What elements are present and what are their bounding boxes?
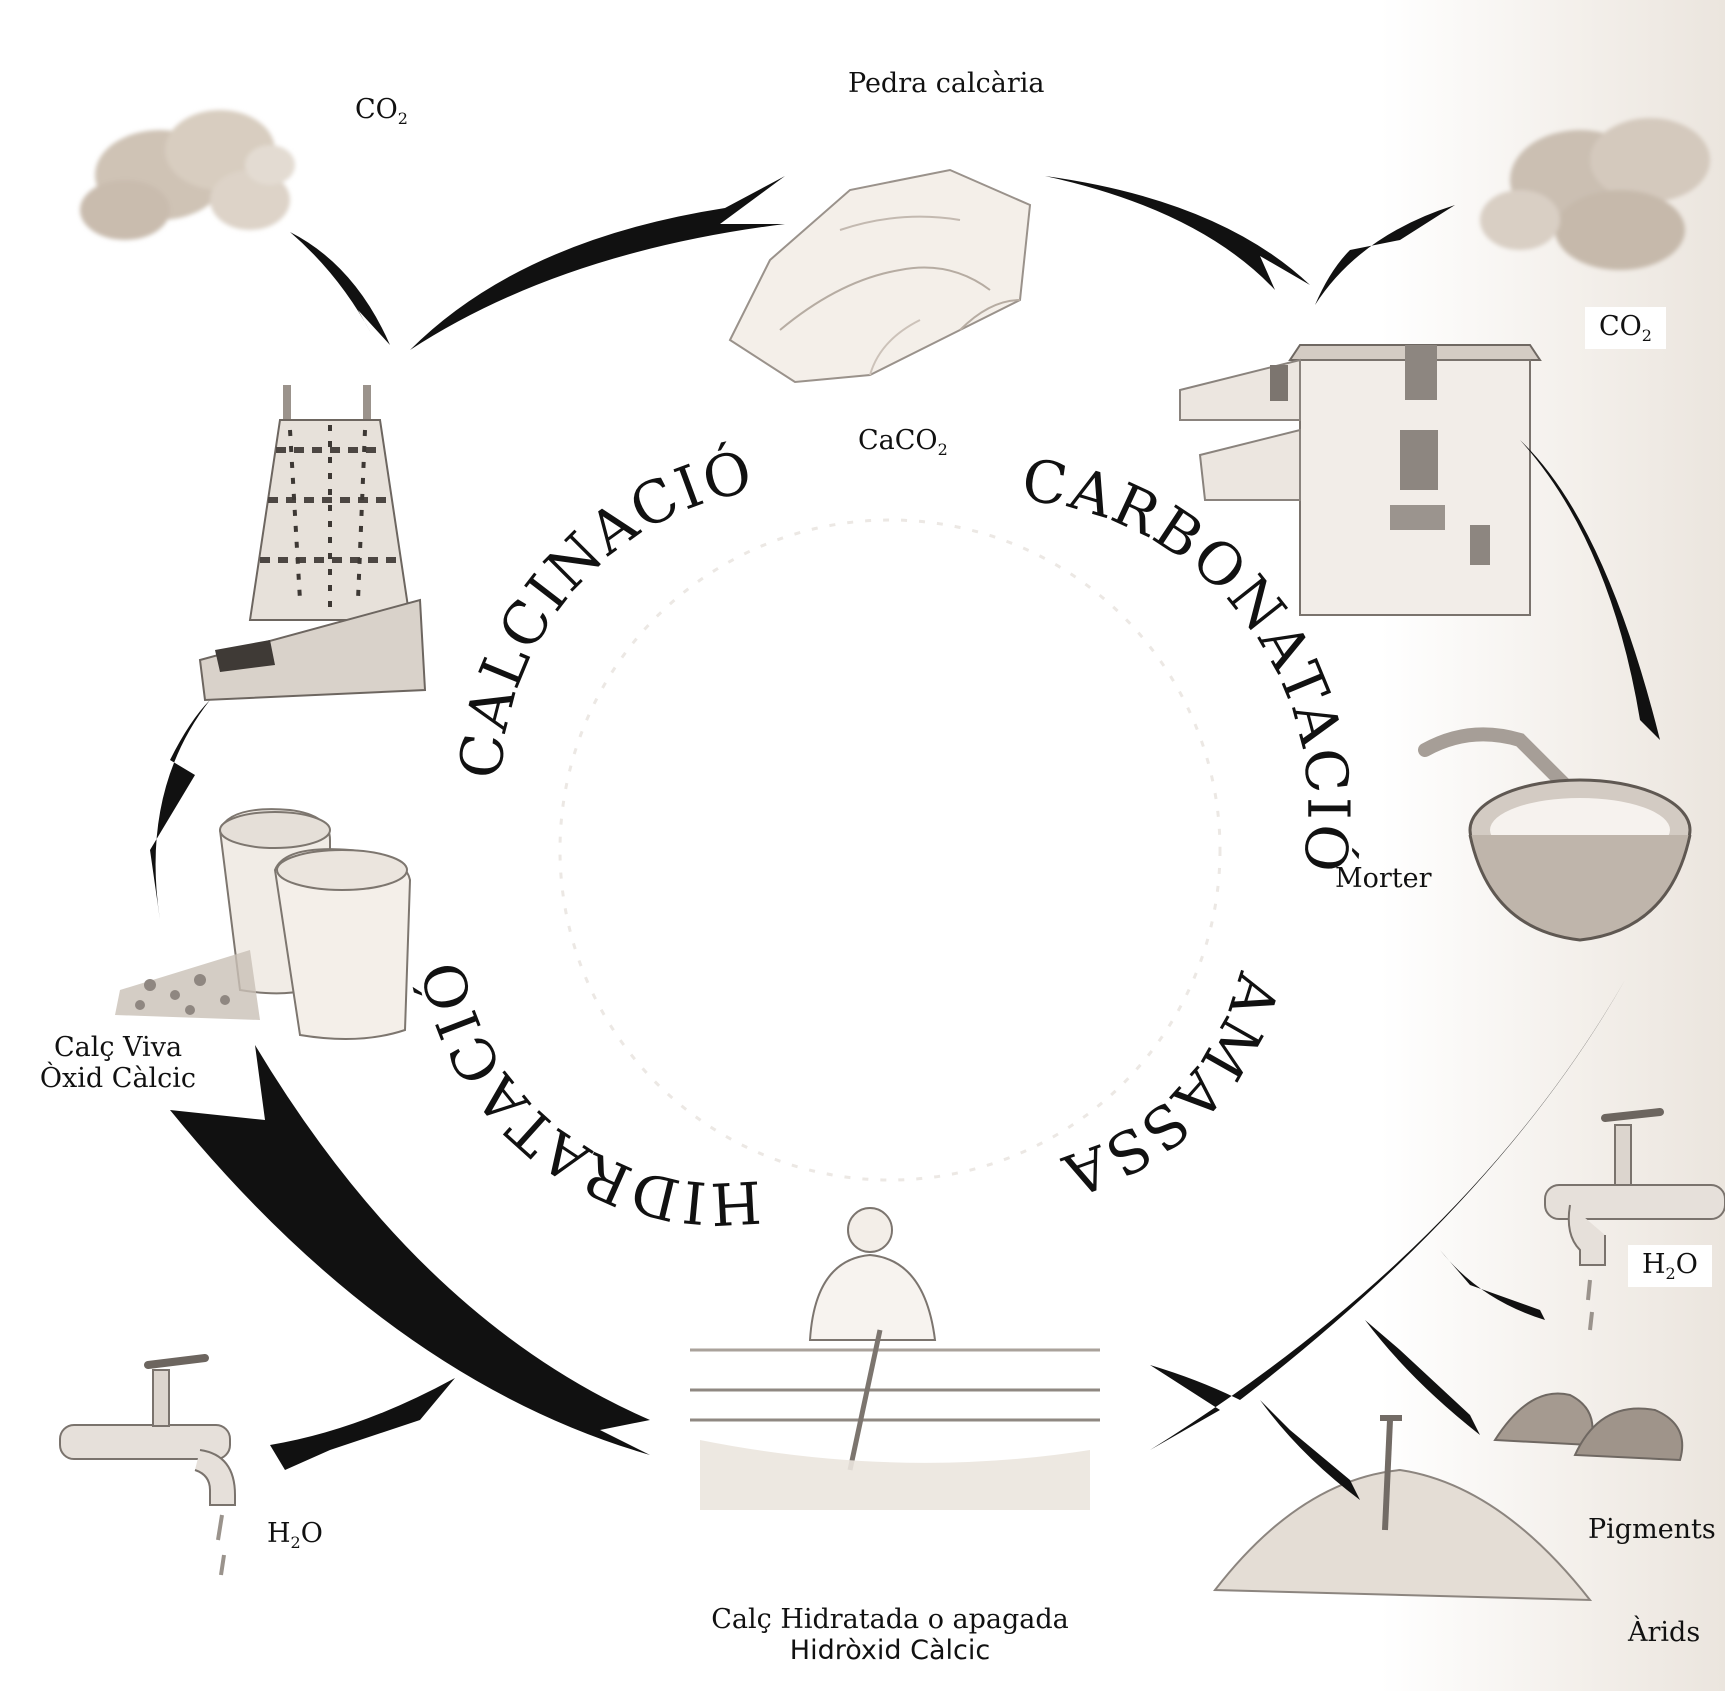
label-slaked-line2: Hidròxid Càlcic	[789, 1635, 991, 1667]
label-quicklime-line1: Calç Viva	[53, 1032, 183, 1063]
inner-circle	[558, 518, 1222, 1182]
label-caco3: CaCO2	[858, 425, 948, 459]
label-mortar: Morter	[1335, 863, 1432, 894]
label-aggregates: Àrids	[1628, 1617, 1701, 1648]
label-co2-left: CO2	[355, 94, 408, 128]
co2-cloud-left-illustration	[80, 110, 295, 240]
arrow-water-right-in	[1440, 1250, 1545, 1320]
label-h2o-right-b: O	[1675, 1249, 1698, 1280]
svg-text:CALCINACIÓ: CALCINACIÓ	[446, 437, 759, 781]
label-h2o-left: H2O	[267, 1518, 323, 1552]
arrow-kiln-to-limestone	[410, 176, 785, 350]
arrow-hidratacio-sweep	[170, 1045, 650, 1455]
arrow-co2-left-to-kiln	[290, 232, 390, 345]
stage-calcinacio: CALCINACIÓ	[446, 437, 757, 781]
aggregates-pile-illustration	[1213, 1415, 1593, 1602]
label-caco3-sub: 2	[937, 440, 948, 459]
co2-cloud-right-illustration	[1480, 118, 1710, 270]
label-slaked-line1: Calç Hidratada o apagada	[711, 1604, 1069, 1635]
arrow-kiln-to-sacks	[150, 700, 210, 920]
label-co2-left-sub: 2	[397, 109, 408, 128]
label-co2-right-sub: 2	[1641, 326, 1652, 345]
label-h2o-left-b: O	[300, 1518, 323, 1549]
quicklime-sacks-illustration	[115, 808, 412, 1040]
lime-kiln-illustration	[198, 385, 427, 702]
cycle-arrows	[150, 176, 1660, 1500]
label-h2o-right-sub: 2	[1665, 1264, 1676, 1283]
label-co2-right: CO2	[1585, 307, 1666, 350]
arrow-building-to-mortar	[1520, 440, 1660, 740]
arrow-aggregates-in	[1260, 1400, 1360, 1500]
label-slaked-lime: Calç Hidratada o apagada Hidròxid Càlcic	[690, 1604, 1090, 1666]
label-h2o-right-a: H	[1642, 1249, 1666, 1280]
label-quicklime: Calç Viva Òxid Càlcic	[28, 1032, 208, 1094]
limestone-rock-illustration	[728, 168, 1032, 384]
old-building-illustration	[1179, 344, 1542, 616]
stage-hidratacio: HIDRATACIÓ	[408, 954, 761, 1238]
faucet-left-illustration	[59, 1354, 236, 1576]
worker-slaking-lime-illustration	[690, 1207, 1100, 1510]
faucet-right-illustration	[1544, 1108, 1725, 1331]
svg-text:HIDRATACIÓ: HIDRATACIÓ	[408, 954, 763, 1238]
pigments-piles-illustration	[1493, 1392, 1684, 1462]
label-co2-right-base: CO	[1599, 311, 1642, 342]
mortar-bucket-illustration	[1418, 727, 1692, 942]
label-h2o-right: H2O	[1628, 1245, 1712, 1288]
label-h2o-left-a: H	[267, 1518, 291, 1549]
arrow-building-to-co2	[1315, 205, 1455, 305]
label-co2-left-base: CO	[355, 94, 398, 125]
label-quicklime-line2: Òxid Càlcic	[39, 1063, 197, 1095]
label-pigments: Pigments	[1588, 1514, 1716, 1545]
arrow-pigments-in	[1365, 1320, 1480, 1435]
label-caco3-base: CaCO	[858, 425, 938, 456]
label-limestone: Pedra calcària	[848, 68, 1045, 99]
arrow-limestone-to-building	[1045, 176, 1310, 290]
arrow-water-left-in	[270, 1378, 455, 1470]
label-h2o-left-sub: 2	[290, 1533, 301, 1552]
